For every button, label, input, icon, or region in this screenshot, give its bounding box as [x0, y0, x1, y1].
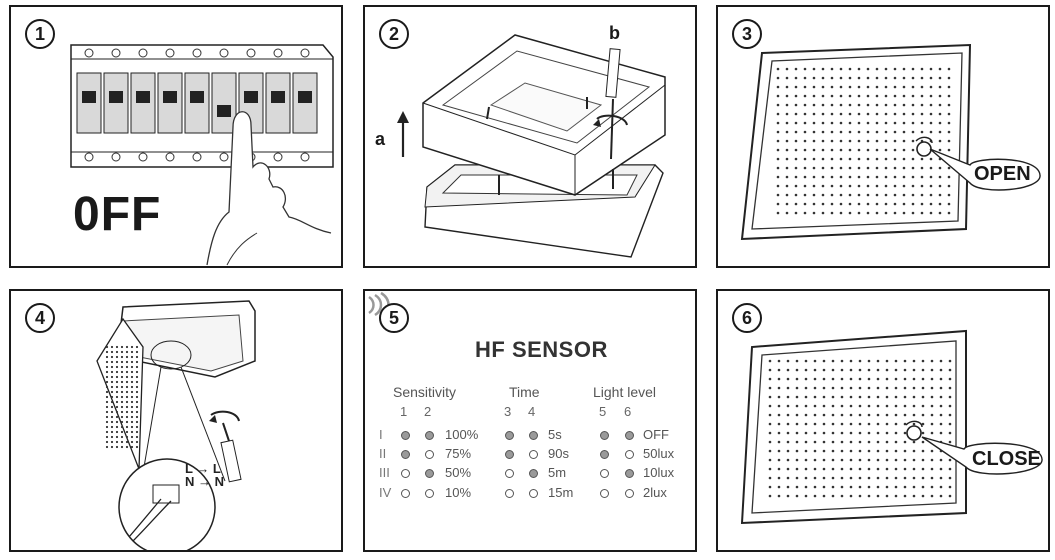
dip-switch-on: [600, 450, 609, 459]
dip-switch-off: [505, 469, 514, 478]
step-number: 5: [379, 303, 409, 333]
row-numeral: III: [379, 465, 390, 480]
dip-switch-on: [625, 469, 634, 478]
dip-switch-on: [425, 469, 434, 478]
dip-switch-on: [505, 431, 514, 440]
switch-number: 3: [504, 404, 512, 419]
setting-value: 50lux: [643, 446, 675, 461]
setting-value: 2lux: [643, 485, 667, 500]
dip-switch-on: [425, 431, 434, 440]
dip-switch-off: [529, 450, 538, 459]
dip-switch-off: [529, 489, 538, 498]
label-b: b: [609, 23, 620, 43]
wiring-l-label: L → L: [185, 461, 221, 476]
step-number: 2: [379, 19, 409, 49]
group-heading: Time: [509, 384, 540, 400]
wiring-connection-illustration: [96, 300, 256, 550]
step-5-panel: 5 HF SENSOR Sensitivity Time Light level…: [363, 289, 697, 552]
dip-switch-off: [401, 489, 410, 498]
dip-switch-on: [401, 431, 410, 440]
setting-value: 90s: [548, 446, 569, 461]
dip-switch-off: [600, 469, 609, 478]
label-a: a: [375, 129, 386, 149]
dip-switch-on: [401, 450, 410, 459]
step-number: 6: [732, 303, 762, 333]
step-number: 3: [732, 19, 762, 49]
dip-switch-on: [529, 431, 538, 440]
row-numeral: II: [379, 446, 387, 461]
setting-value: 100%: [445, 427, 479, 442]
setting-value: 15m: [548, 485, 574, 500]
dip-switch-off: [505, 489, 514, 498]
dip-switch-on: [625, 431, 634, 440]
switch-number: 2: [424, 404, 432, 419]
step-3-panel: 3 OPEN: [716, 5, 1050, 268]
setting-value: 75%: [445, 446, 472, 461]
step-number: 1: [25, 19, 55, 49]
step-4-panel: 4 L → L N → N: [9, 289, 343, 552]
dip-switch-on: [529, 469, 538, 478]
dip-switch-off: [625, 450, 634, 459]
step-1-panel: 1 0FF: [9, 5, 343, 268]
sensor-title: HF SENSOR: [475, 337, 608, 362]
dip-switch-off: [401, 469, 410, 478]
led-panel-open-illustration: [740, 43, 1041, 241]
row-numeral: IV: [379, 485, 392, 500]
off-label: 0FF: [73, 188, 162, 241]
setting-value: 10lux: [643, 465, 675, 480]
dip-switch-off: [425, 489, 434, 498]
switch-number: 1: [400, 404, 408, 419]
setting-value: OFF: [643, 427, 669, 442]
led-panel-close-illustration: [740, 329, 1043, 525]
fixture-cover-removal-illustration: [397, 34, 666, 258]
breaker-panel-illustration: [70, 44, 334, 266]
open-callout: OPEN: [974, 163, 1031, 185]
dip-switch-on: [505, 450, 514, 459]
close-callout: CLOSE: [972, 448, 1041, 470]
step-number: 4: [25, 303, 55, 333]
group-heading: Sensitivity: [393, 384, 457, 400]
setting-value: 50%: [445, 465, 472, 480]
setting-value: 5m: [548, 465, 567, 480]
group-heading: Light level: [593, 384, 657, 400]
setting-value: 5s: [548, 427, 562, 442]
switch-number: 4: [528, 404, 536, 419]
switch-number: 5: [599, 404, 607, 419]
dip-switch-on: [600, 431, 609, 440]
dip-switch-off: [625, 489, 634, 498]
dip-switch-off: [600, 489, 609, 498]
step-6-panel: 6 CLOSE: [716, 289, 1050, 552]
step-2-panel: 2 a b: [363, 5, 697, 268]
setting-value: 10%: [445, 485, 472, 500]
row-numeral: I: [379, 427, 383, 442]
switch-number: 6: [624, 404, 632, 419]
dip-switch-off: [425, 450, 434, 459]
wiring-n-label: N → N: [185, 474, 224, 489]
